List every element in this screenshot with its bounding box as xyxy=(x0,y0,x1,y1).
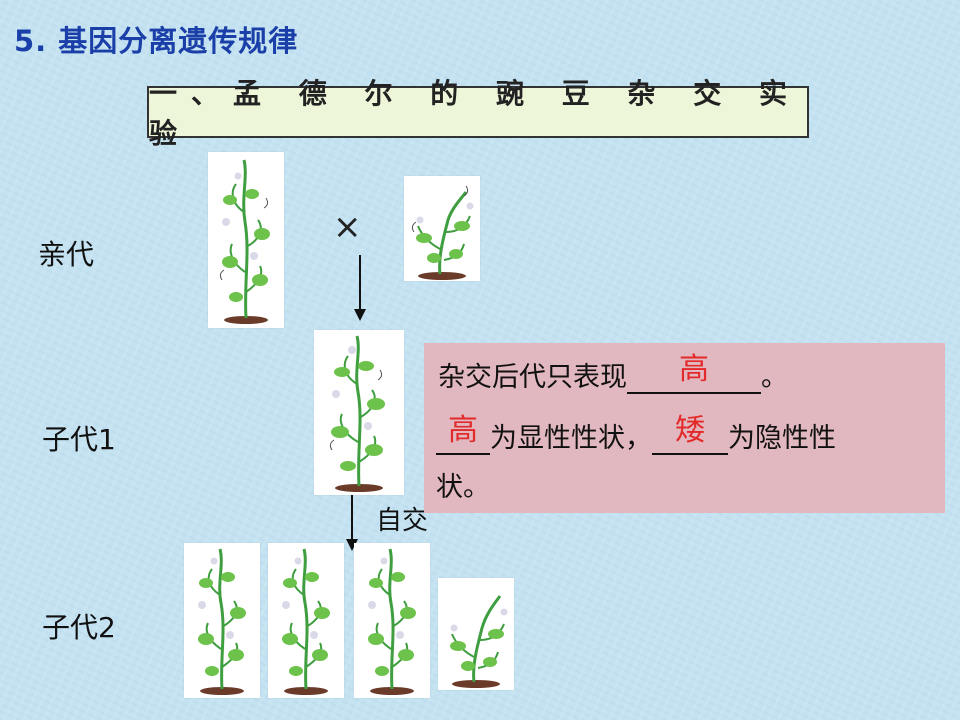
f1-phenotype-answer: 高 xyxy=(679,352,709,387)
f2-tall-pea-plant-2-image xyxy=(268,543,344,698)
slide-title: 5. 基因分离遗传规律 xyxy=(14,24,299,58)
f2-generation-label: 子代2 xyxy=(42,611,116,644)
line1-period: 。 xyxy=(761,362,788,393)
conclusion-line-3: 状。 xyxy=(436,472,490,503)
recessive-text: 为隐性性 xyxy=(728,423,836,454)
conclusion-box: 杂交后代只表现高。 高为显性性状，矮为隐性性 状。 xyxy=(424,343,945,513)
dominant-text: 为显性性状， xyxy=(490,423,652,454)
f1-tall-pea-plant-image xyxy=(314,330,404,495)
section-heading: 一、孟 德 尔 的 豌 豆 杂 交 实 验 xyxy=(147,77,809,150)
conclusion-line-1: 杂交后代只表现 高 。 xyxy=(438,352,788,394)
selfing-label: 自交 xyxy=(376,506,429,536)
cross-down-arrow xyxy=(354,255,366,321)
f2-tall-pea-plant-1-image xyxy=(184,543,260,698)
f2-tall-pea-plant-3-image xyxy=(354,543,430,698)
f1-phenotype-text: 杂交后代只表现 xyxy=(438,362,627,393)
f2-short-pea-plant-image xyxy=(438,578,514,690)
short-pea-plant-image xyxy=(404,176,480,281)
parent-generation-label: 亲代 xyxy=(38,238,95,271)
dominant-blank: 高 xyxy=(436,413,490,455)
dominant-answer: 高 xyxy=(448,413,478,448)
recessive-blank: 矮 xyxy=(652,413,728,455)
section-heading-text: 一、孟 德 尔 的 豌 豆 杂 交 实 验 xyxy=(149,77,801,150)
selfing-down-arrow xyxy=(346,495,358,551)
conclusion-line-2: 高为显性性状， 矮为隐性性 xyxy=(436,413,836,455)
f1-generation-label: 子代1 xyxy=(42,423,116,456)
f1-phenotype-blank: 高 xyxy=(627,352,761,394)
tall-pea-plant-image xyxy=(208,152,284,328)
recessive-answer: 矮 xyxy=(675,413,705,448)
cross-symbol: × xyxy=(333,207,362,247)
